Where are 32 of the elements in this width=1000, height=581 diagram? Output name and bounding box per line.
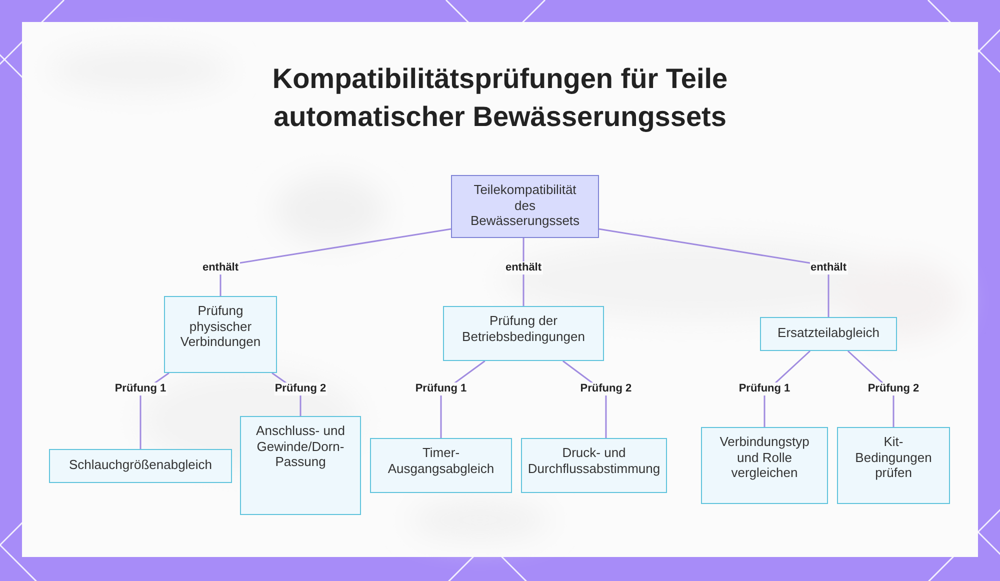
edge-label: enthält	[809, 262, 848, 274]
process-box	[240, 416, 361, 515]
node-text: Ersatzteilabgleich	[778, 325, 880, 341]
edge-label: Prüfung 1	[738, 382, 792, 396]
node-text: Teilekompatibilität des Bewässerungssets	[469, 182, 581, 229]
edge-label: Prüfung 2	[274, 382, 328, 396]
process-box	[521, 438, 667, 493]
node-text: Prüfung der Betriebsbedingungen	[461, 313, 586, 344]
edge-label: enthält	[504, 262, 543, 274]
edge-label: Prüfung 1	[414, 382, 468, 396]
node-text: Schlauchgrößenabgleich	[68, 457, 212, 473]
process-box	[49, 449, 232, 483]
process-box	[443, 306, 604, 361]
node-text: Anschluss- und Gewinde/Dorn-Passung	[255, 423, 346, 470]
node-text: Timer-Ausgangsabgleich	[386, 445, 496, 476]
connector-line	[220, 228, 452, 296]
edge-label: Prüfung 2	[866, 382, 920, 396]
process-box	[370, 438, 512, 493]
edge-label: enthält	[201, 262, 240, 274]
process-box	[837, 427, 950, 504]
process-box	[701, 427, 828, 504]
process-box	[760, 317, 897, 351]
node-text: Druck- und Durchflussabstimmung	[526, 445, 662, 476]
edge-label: Prüfung 2	[579, 382, 633, 396]
root-box	[451, 175, 599, 238]
edge-label: Prüfung 1	[114, 382, 168, 396]
node-text: Prüfung physischer Verbindungen	[179, 303, 262, 350]
process-box	[164, 296, 277, 373]
diagram-title: Kompatibilitätsprüfungen für Teile automatischer Bewässerungssets	[271, 62, 729, 134]
node-text: Verbindungstyp und Rolle vergleichen	[718, 434, 810, 481]
connector-line	[598, 228, 830, 317]
node-text: Kit-Bedingungen prüfen	[854, 434, 933, 481]
